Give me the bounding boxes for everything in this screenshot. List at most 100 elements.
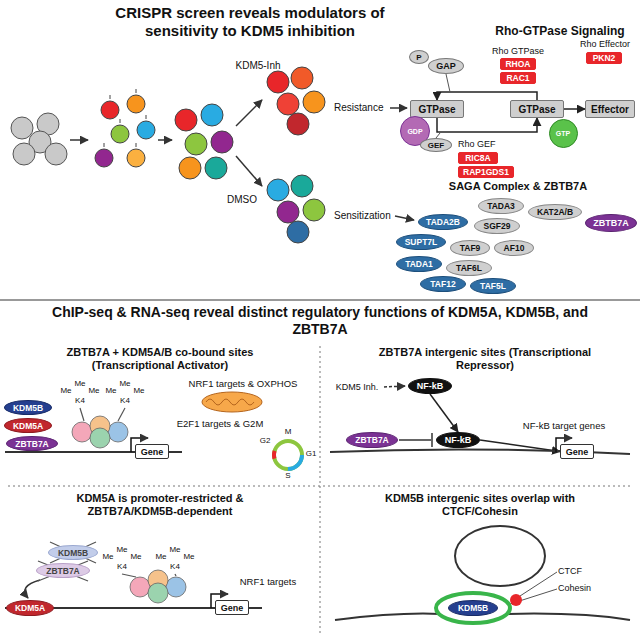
dna bbox=[5, 449, 630, 620]
leader-line bbox=[520, 572, 557, 596]
node-text: Effector bbox=[591, 104, 629, 115]
connector bbox=[437, 118, 537, 132]
cohesin-ring bbox=[510, 594, 522, 606]
divider bbox=[0, 299, 640, 301]
protein-ellipse: KDM5B bbox=[448, 600, 498, 616]
flow-arrow bbox=[25, 100, 414, 598]
text-label: G1 bbox=[304, 449, 318, 459]
title: CRISPR screen reveals modulators of sens… bbox=[80, 4, 420, 40]
text-label: S bbox=[282, 471, 294, 481]
protein-ellipse: ZBTB7A bbox=[36, 563, 90, 578]
protein-ellipse: TADA1 bbox=[396, 256, 442, 272]
text-label: SAGA Complex & ZBTB7A bbox=[398, 180, 638, 193]
text-label: CTCF bbox=[558, 566, 598, 577]
nucleosome bbox=[90, 428, 110, 448]
flow-arrow bbox=[158, 139, 172, 141]
flow-arrow bbox=[70, 139, 88, 141]
node-text: GDP bbox=[407, 128, 422, 135]
nucleosome bbox=[148, 583, 168, 603]
node-text: KDM5B bbox=[13, 403, 43, 413]
mitochondrion bbox=[206, 399, 254, 405]
node-text: SUPT7L bbox=[405, 237, 438, 247]
protein-ellipse: SUPT7L bbox=[396, 234, 446, 250]
text-label: K4 bbox=[115, 562, 129, 572]
node-text: RAC1 bbox=[506, 73, 529, 83]
virus bbox=[111, 125, 129, 143]
leader-line bbox=[436, 74, 557, 604]
cell bbox=[201, 104, 223, 126]
protein-ellipse: TAF9 bbox=[450, 240, 490, 256]
cell bbox=[277, 201, 299, 223]
protein-ellipse: TAF12 bbox=[420, 276, 466, 292]
cell bbox=[291, 175, 313, 197]
protein-ellipse: ZBTB7A bbox=[346, 432, 398, 448]
node-text: ZBTB7A bbox=[355, 435, 389, 445]
text-label: ZBTB7A intergenic sites (Transcriptional… bbox=[365, 346, 605, 372]
protein-ellipse: P bbox=[409, 50, 429, 64]
text-label: Rho GTPase bbox=[486, 46, 550, 57]
node-text: ZBTB7A bbox=[46, 566, 80, 576]
text-label: Me bbox=[101, 552, 115, 562]
protein-ellipse: ZBTB7A bbox=[6, 436, 58, 451]
text-label: K4 bbox=[73, 396, 87, 406]
node-text: RAP1GDS1 bbox=[463, 167, 509, 177]
text-label: Me bbox=[115, 545, 129, 555]
node-text: GAP bbox=[436, 61, 456, 71]
node-text: KDM5A bbox=[13, 421, 43, 431]
text-label: Sensitization bbox=[334, 210, 396, 222]
node-text: TAF5L bbox=[480, 281, 506, 291]
histone-tail bbox=[175, 574, 176, 576]
text-label: Rho Effector bbox=[570, 39, 640, 50]
cohesin-ring bbox=[436, 593, 510, 623]
node-text: SGF29 bbox=[484, 221, 511, 231]
nucleosome bbox=[130, 577, 150, 597]
node-text: TAF9 bbox=[460, 243, 481, 253]
leader-line bbox=[446, 74, 450, 92]
text-label: E2F1 targets & G2M bbox=[164, 418, 276, 429]
cell bbox=[11, 117, 33, 139]
virus bbox=[127, 149, 145, 167]
text-label: Me bbox=[87, 386, 101, 396]
cell bbox=[267, 179, 289, 201]
protein-ellipse: TADA3 bbox=[478, 198, 524, 214]
label-box: RIC8A bbox=[458, 152, 498, 164]
protein-ellipse: KDM5B bbox=[48, 545, 98, 560]
label-box: Effector bbox=[585, 100, 635, 118]
gene-box: Gene bbox=[215, 600, 249, 615]
node-text: TADA3 bbox=[487, 201, 515, 211]
node-text: KAT2A/B bbox=[537, 207, 573, 217]
node-text: TAF12 bbox=[430, 279, 455, 289]
node-text: RHOA bbox=[505, 59, 530, 69]
mitochondrion bbox=[202, 392, 262, 412]
label-box: PKN2 bbox=[586, 52, 622, 64]
cell bbox=[287, 113, 309, 135]
protein-ellipse: ZBTB7A bbox=[585, 214, 637, 232]
nucleosome bbox=[108, 422, 128, 442]
text-label: Me bbox=[118, 379, 132, 389]
node-text: KDM5B bbox=[58, 548, 88, 558]
nucleosome bbox=[166, 577, 186, 597]
text-label: NRF1 targets & OXPHOS bbox=[168, 378, 318, 389]
protein-ellipse: NF-kB bbox=[408, 378, 452, 394]
flow-arrow bbox=[390, 107, 407, 109]
divider bbox=[320, 346, 321, 634]
virus bbox=[137, 121, 155, 139]
node-text: NF-kB bbox=[417, 381, 444, 391]
text-label: ZBTB7A + KDM5A/B co-bound sites (Transcr… bbox=[40, 346, 280, 372]
divider bbox=[0, 300, 640, 634]
cell-cycle bbox=[274, 441, 302, 469]
node-text: Gene bbox=[141, 447, 164, 457]
node-text: Gene bbox=[221, 603, 244, 613]
text-label: ChIP-seq & RNA-seq reveal distinct regul… bbox=[40, 304, 600, 338]
node-text: ZBTB7A bbox=[593, 218, 629, 228]
cell-cycle bbox=[274, 441, 302, 469]
cell bbox=[287, 221, 309, 243]
node-text: GEF bbox=[428, 141, 444, 150]
circle-node: GTP bbox=[549, 119, 578, 148]
connector bbox=[564, 108, 585, 110]
cell bbox=[185, 133, 207, 155]
label-box: RAP1GDS1 bbox=[458, 166, 514, 178]
text-label: KDM5-Inh bbox=[226, 60, 290, 72]
text-label: K4 bbox=[168, 562, 182, 572]
protein-ellipse: TAF5L bbox=[470, 278, 516, 294]
